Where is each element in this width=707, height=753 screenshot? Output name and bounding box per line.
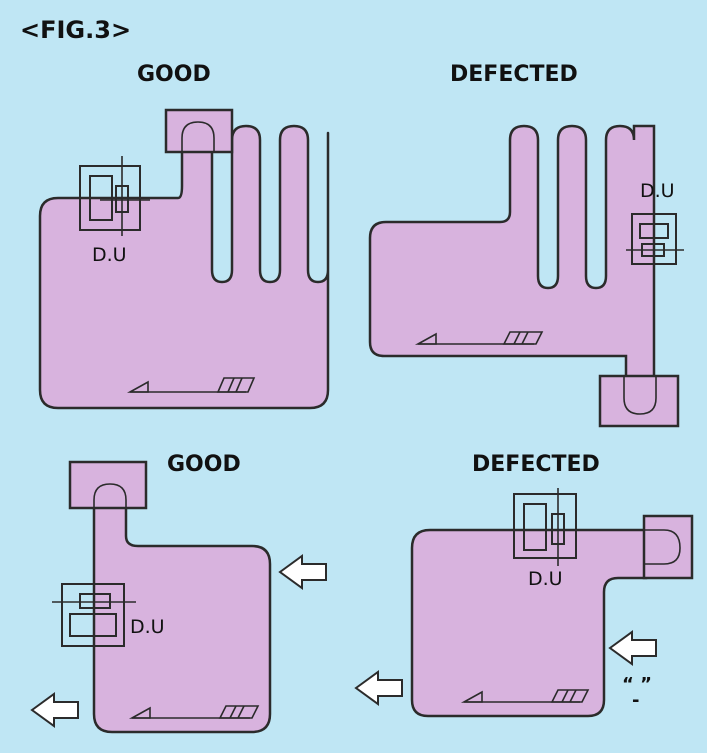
rib-mark [128,705,260,719]
flow-arrow-left [30,692,79,728]
gate-pad [598,374,680,428]
gate-pad [642,514,694,580]
panel-title-good-top: GOOD [137,62,211,87]
flow-arrow-left [354,670,403,706]
gate-loop [93,483,127,508]
du-label-defected-top: D.U [640,180,675,202]
rib-mark [460,689,590,703]
block-part-outline [92,484,272,734]
block-part-outline [410,528,648,718]
du-label-defected-bottom: D.U [528,568,563,590]
panel-good-bottom [30,460,327,734]
quote-mark: “ ” [622,674,652,695]
quote-mark-dash: - [632,690,640,711]
detector-unit [513,488,590,566]
rib-mark [126,377,256,393]
panel-title-defected-bottom: DEFECTED [472,452,600,477]
gate-loop [181,121,215,152]
panel-defected-bottom [354,488,694,718]
panel-title-defected-top: DEFECTED [450,62,578,87]
detector-unit [79,156,150,236]
panel-title-good-bottom: GOOD [167,452,241,477]
figure-label: <FIG.3> [20,16,132,44]
panel-defected-top [368,124,684,428]
du-label-good-top: D.U [92,244,127,266]
flow-arrow-right [278,554,327,590]
comb-part-outline [368,124,656,406]
flow-arrow-left [608,630,657,666]
panel-good-top [38,108,330,410]
gate-pad [164,108,234,154]
rib-mark [414,331,544,345]
detector-unit [626,204,684,270]
gate-loop [623,376,657,415]
detector-unit [52,574,136,647]
gate-loop [644,529,681,565]
gate-pad [68,460,148,510]
du-label-good-bottom: D.U [130,616,165,638]
